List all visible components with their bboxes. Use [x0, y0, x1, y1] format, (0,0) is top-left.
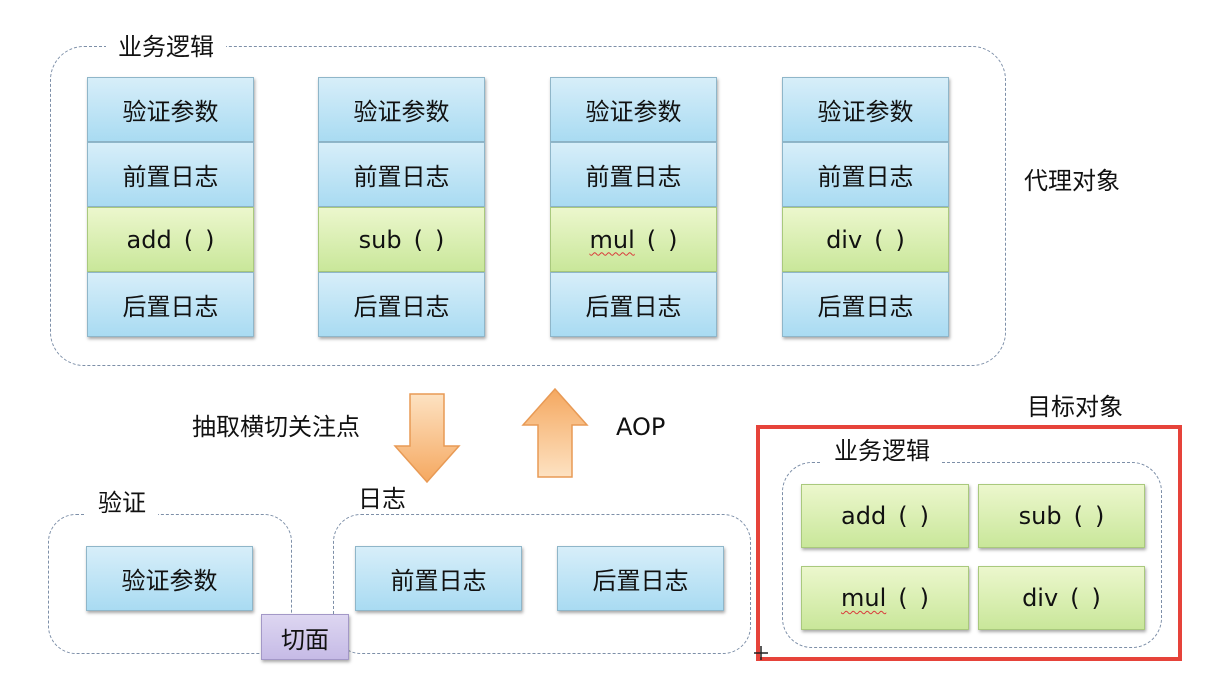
- proxy-post-log-sub: 后置日志: [318, 272, 485, 337]
- method-name: mul: [840, 584, 887, 612]
- proxy-group-title: 业务逻辑: [106, 32, 226, 62]
- target-method-add: add (): [801, 484, 969, 548]
- paren-close: ): [205, 225, 215, 254]
- aop-label: AOP: [616, 413, 666, 441]
- proxy-pre-log-sub: 前置日志: [318, 142, 485, 207]
- paren-close: ): [919, 502, 929, 530]
- proxy-method-sub: sub (): [318, 207, 485, 272]
- proxy-post-log-mul: 后置日志: [550, 272, 717, 337]
- paren-close: ): [895, 225, 905, 254]
- proxy-business-logic-group: [50, 46, 1006, 366]
- paren-close: ): [1091, 584, 1101, 612]
- target-object-highlight: [756, 425, 1182, 661]
- method-name: add: [841, 502, 887, 530]
- proxy-verify-params-div: 验证参数: [782, 77, 949, 142]
- paren-open: (: [413, 225, 423, 254]
- log-group-title: 日志: [346, 484, 418, 514]
- paren-open: (: [1073, 502, 1083, 530]
- aspect-verify-params: 验证参数: [86, 546, 253, 611]
- paren-open: (: [1070, 584, 1080, 612]
- proxy-verify-params-add: 验证参数: [87, 77, 254, 142]
- aspect-tag: 切面: [261, 614, 349, 660]
- paren-open: (: [646, 225, 657, 254]
- down-arrow-icon: [393, 393, 461, 484]
- method-name: div: [826, 225, 863, 254]
- paren-close: ): [919, 584, 929, 612]
- method-name: div: [1022, 584, 1059, 612]
- up-arrow-icon: [521, 387, 589, 478]
- proxy-object-label: 代理对象: [1024, 167, 1120, 195]
- proxy-post-log-div: 后置日志: [782, 272, 949, 337]
- proxy-method-add: add (): [87, 207, 254, 272]
- paren-open: (: [183, 225, 194, 254]
- proxy-method-mul: mul (): [550, 207, 717, 272]
- log-aspect-group: [333, 514, 751, 654]
- paren-open: (: [898, 502, 908, 530]
- aspect-pre-log: 前置日志: [355, 546, 522, 611]
- proxy-pre-log-add: 前置日志: [87, 142, 254, 207]
- extract-crosscutting-label: 抽取横切关注点: [192, 413, 360, 441]
- verify-aspect-group: [48, 514, 292, 654]
- method-name: add: [126, 225, 172, 254]
- target-group-title: 业务逻辑: [822, 436, 942, 466]
- target-method-mul: mul (): [801, 566, 969, 630]
- aspect-post-log: 后置日志: [557, 546, 724, 611]
- target-method-div: div (): [978, 566, 1145, 630]
- paren-open: (: [898, 584, 908, 612]
- proxy-verify-params-mul: 验证参数: [550, 77, 717, 142]
- proxy-verify-params-sub: 验证参数: [318, 77, 485, 142]
- paren-close: ): [668, 225, 678, 254]
- crosshair-cursor-icon: [754, 646, 768, 660]
- proxy-method-div: div (): [782, 207, 949, 272]
- paren-open: (: [874, 225, 884, 254]
- target-business-logic-group: [782, 462, 1162, 648]
- method-name: sub: [358, 225, 402, 254]
- paren-close: ): [434, 225, 445, 254]
- proxy-pre-log-mul: 前置日志: [550, 142, 717, 207]
- verify-group-title: 验证: [86, 488, 158, 518]
- proxy-pre-log-div: 前置日志: [782, 142, 949, 207]
- method-name: sub: [1018, 502, 1062, 530]
- paren-close: ): [1094, 502, 1105, 530]
- target-object-label: 目标对象: [1027, 393, 1123, 421]
- target-method-sub: sub (): [978, 484, 1145, 548]
- method-name: mul: [589, 225, 635, 254]
- proxy-post-log-add: 后置日志: [87, 272, 254, 337]
